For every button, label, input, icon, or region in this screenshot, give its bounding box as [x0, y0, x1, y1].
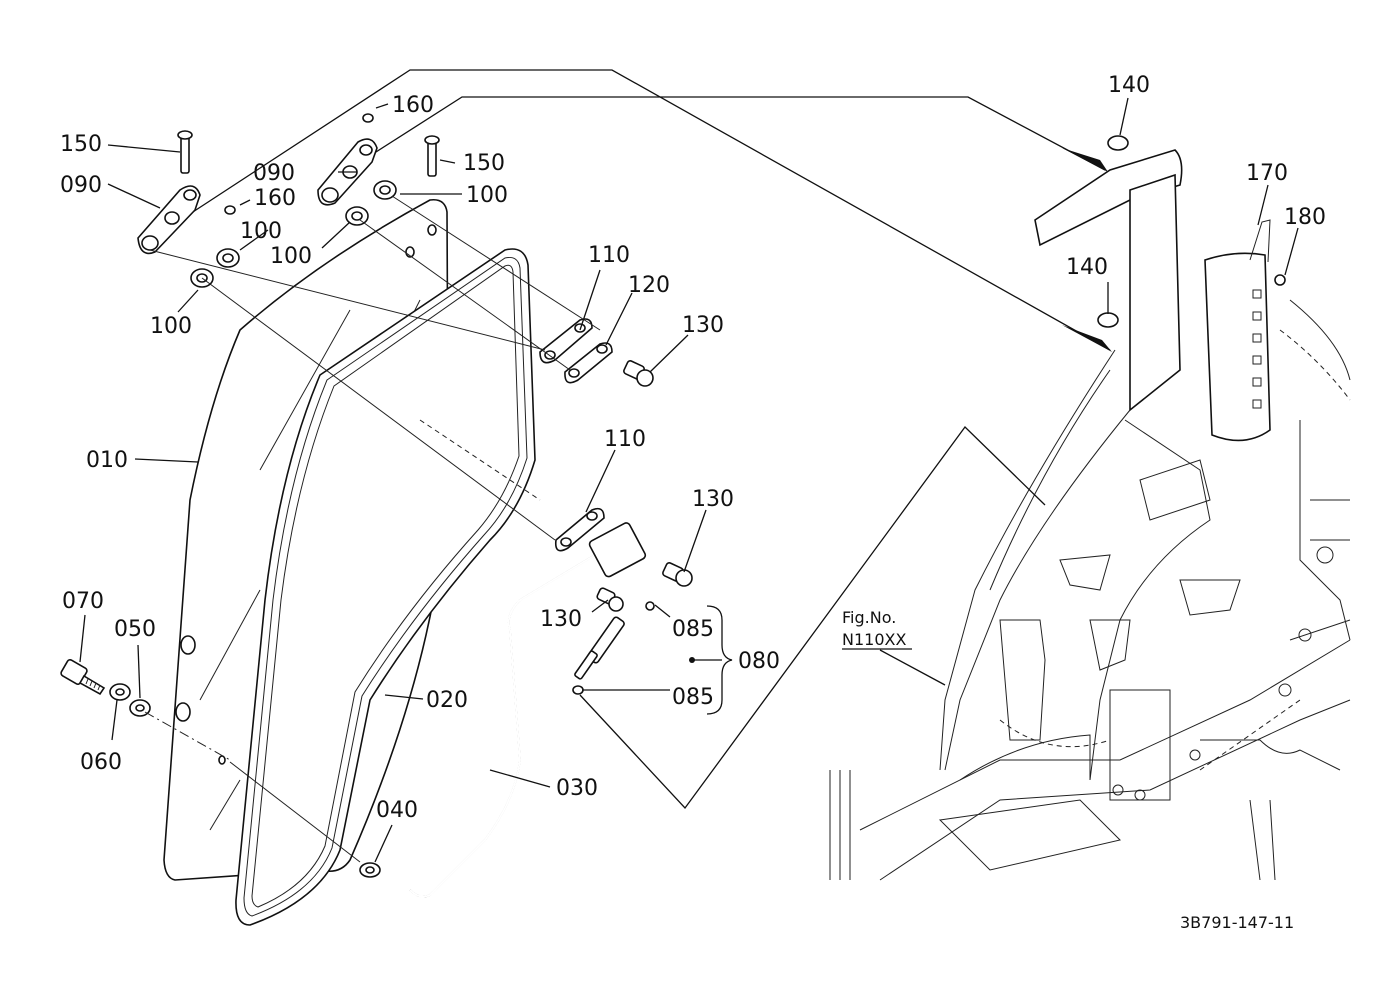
label-130-lower: 130	[540, 607, 582, 632]
label-100-b: 100	[270, 244, 312, 269]
label-085-upper: 085	[672, 617, 714, 642]
figure-ref-line2: N110XX	[842, 630, 906, 649]
label-100-right: 100	[466, 183, 508, 208]
label-010: 010	[86, 448, 128, 473]
label-040: 040	[376, 798, 418, 823]
bolt-set	[60, 659, 231, 761]
figure-ref-line1: Fig.No.	[842, 608, 896, 627]
label-070: 070	[62, 589, 104, 614]
part-labels: 150 090 160 100 100 100 090 160 150 100 …	[60, 73, 1326, 823]
figure-callout-lines	[579, 426, 1046, 810]
weather-strip	[235, 248, 536, 926]
label-160-left: 160	[254, 186, 296, 211]
hinge-left	[137, 130, 240, 288]
label-180: 180	[1284, 205, 1326, 230]
leader-lines	[79, 97, 1299, 863]
cab-frame	[829, 135, 1351, 881]
lower-plate	[554, 507, 693, 612]
figure-reference: Fig.No. N110XX	[842, 608, 912, 650]
handle-rod	[409, 522, 647, 898]
label-130-upper: 130	[682, 313, 724, 338]
label-150-left: 150	[60, 132, 102, 157]
label-120: 120	[628, 273, 670, 298]
label-050: 050	[114, 617, 156, 642]
label-170: 170	[1246, 161, 1288, 186]
label-110-upper: 110	[588, 243, 630, 268]
label-140-top: 140	[1108, 73, 1150, 98]
label-150-right: 150	[463, 151, 505, 176]
label-140-middle: 140	[1066, 255, 1108, 280]
label-130-middle: 130	[692, 487, 734, 512]
alignment-lines	[149, 195, 601, 863]
washer-040	[359, 862, 381, 878]
label-090-right: 090	[253, 161, 295, 186]
label-100-c: 100	[150, 314, 192, 339]
label-160-right: 160	[392, 93, 434, 118]
label-020: 020	[426, 688, 468, 713]
label-060: 060	[80, 750, 122, 775]
upper-plates	[539, 318, 654, 387]
gas-strut	[572, 601, 695, 695]
label-090-left: 090	[60, 173, 102, 198]
label-080: 080	[738, 649, 780, 674]
label-100-a: 100	[240, 219, 282, 244]
drawing-number: 3B791-147-11	[1180, 913, 1294, 932]
reference-lines	[149, 69, 1112, 352]
label-030: 030	[556, 776, 598, 801]
label-085-lower: 085	[672, 685, 714, 710]
label-110-lower: 110	[604, 427, 646, 452]
